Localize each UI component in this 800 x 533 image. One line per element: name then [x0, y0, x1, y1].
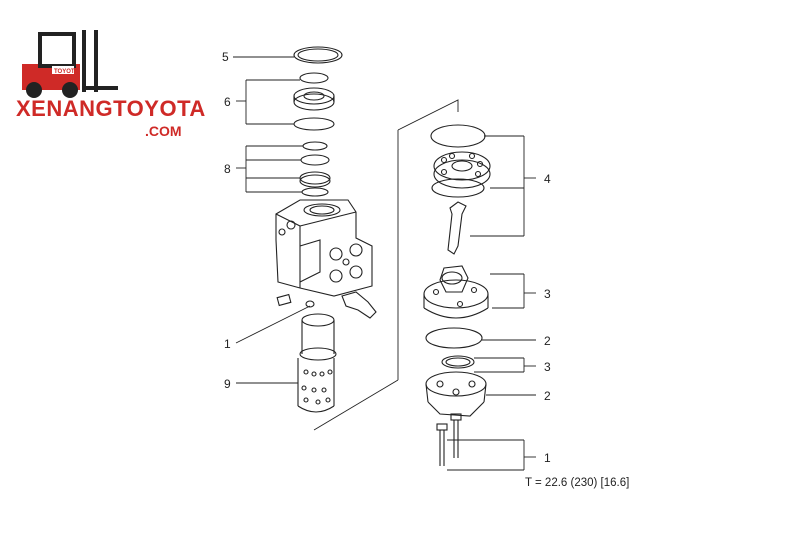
callout-1-right: 1 — [544, 451, 551, 465]
washer-8a — [302, 141, 328, 151]
valve-housing — [275, 199, 373, 297]
drive-shaft — [447, 201, 467, 255]
bearing-8 — [299, 171, 331, 185]
plate-4 — [433, 151, 491, 181]
callout-9: 9 — [224, 377, 231, 391]
end-cap-2 — [425, 371, 487, 397]
forklift-badge: TOYOTA — [54, 69, 79, 75]
o-ring-2a — [425, 327, 483, 349]
callout-2b: 2 — [544, 389, 551, 403]
washer-8b — [300, 154, 330, 166]
o-ring-6a — [299, 72, 329, 84]
brand-domain: .COM — [145, 123, 182, 139]
seal-ring-5 — [293, 46, 343, 64]
callout-3a: 3 — [544, 287, 551, 301]
spool-9 — [301, 313, 335, 327]
fitting — [341, 291, 377, 319]
right-assembly — [423, 124, 491, 466]
o-ring-4a — [430, 124, 486, 148]
callout-3b: 3 — [544, 360, 551, 374]
callout-1-left: 1 — [224, 337, 231, 351]
callout-4: 4 — [544, 172, 551, 186]
plug — [276, 293, 292, 307]
washer-8c — [301, 187, 329, 197]
gear-set-3 — [423, 279, 489, 309]
brand-name: XENANGTOYOTA — [16, 96, 206, 121]
callout-2a: 2 — [544, 334, 551, 348]
forklift-icon: TOYOTA — [22, 30, 118, 98]
o-ring-4b — [431, 178, 485, 198]
callout-6: 6 — [224, 95, 231, 109]
ring-3b — [441, 355, 475, 369]
callout-8: 8 — [224, 162, 231, 176]
o-ring-6b — [293, 117, 335, 131]
callout-5: 5 — [222, 50, 229, 64]
torque-spec: T = 22.6 (230) [16.6] — [525, 477, 630, 489]
leader-lines — [233, 56, 536, 471]
left-assembly — [275, 46, 377, 413]
